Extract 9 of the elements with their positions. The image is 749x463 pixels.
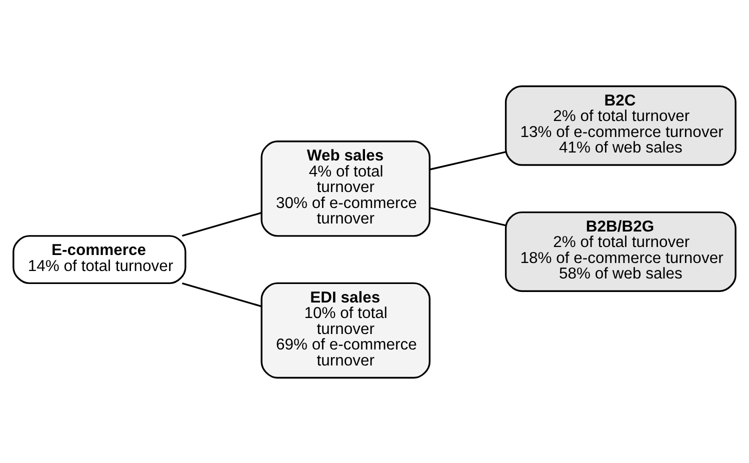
node-box: EDI sales 10% of total turnover 69% of e-commerce turnover xyxy=(260,282,430,378)
connector xyxy=(430,150,506,170)
node-box: B2C 2% of total turnover 13% of e-commerce turnover 41% of web sales xyxy=(504,84,736,166)
node-box: B2B/B2G 2% of total turnover 18% of e-commerce turnover 58% of web sales xyxy=(504,210,736,292)
connector xyxy=(182,282,262,307)
node-box: E-commerce 14% of total turnover xyxy=(12,234,186,284)
connector xyxy=(182,212,262,236)
connector xyxy=(430,206,506,226)
node-box: Web sales 4% of total turnover 30% of e-commerce turnover xyxy=(260,140,430,236)
